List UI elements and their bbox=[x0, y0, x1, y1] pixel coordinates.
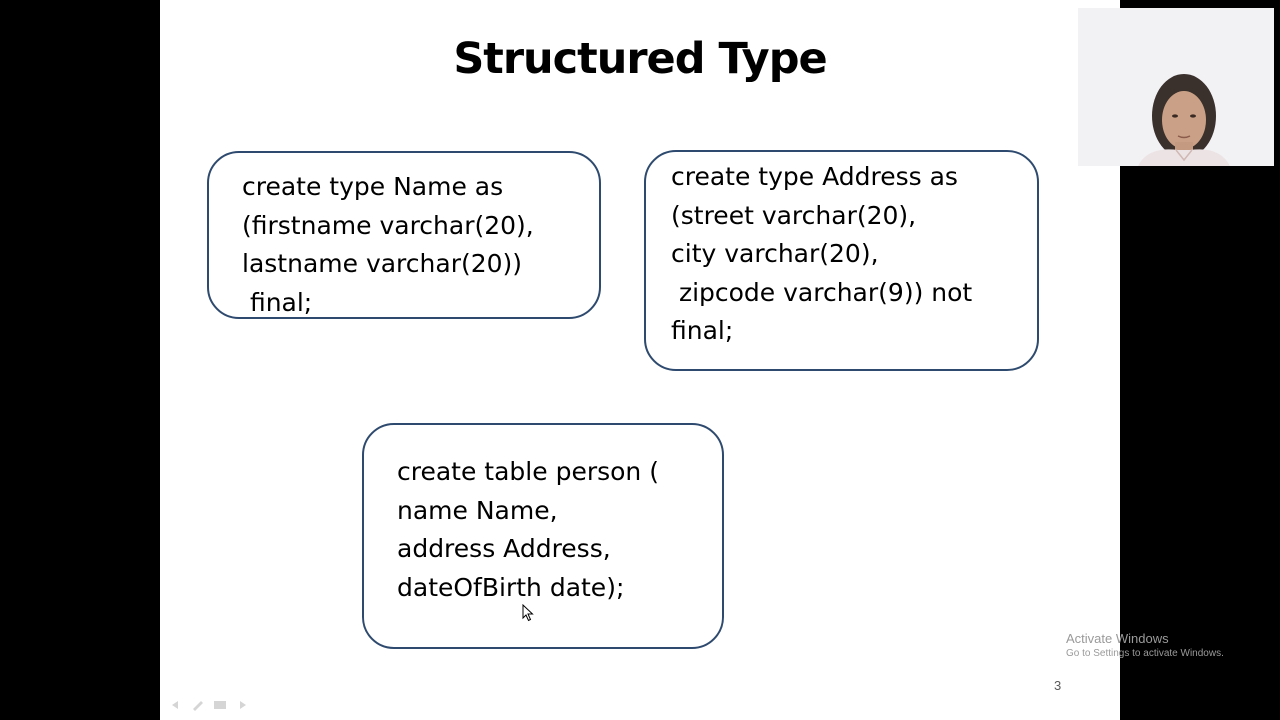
name-type-box: create type Name as (firstname varchar(2… bbox=[207, 151, 601, 319]
slide-title: Structured Type bbox=[453, 34, 827, 84]
address-type-box: create type Address as (street varchar(2… bbox=[644, 150, 1039, 371]
slides-grid-icon[interactable] bbox=[212, 699, 228, 711]
slide-page-number: 3 bbox=[1054, 678, 1062, 693]
activate-windows-subtitle: Go to Settings to activate Windows. bbox=[1066, 648, 1224, 659]
activate-windows-watermark: Activate Windows Go to Settings to activ… bbox=[1066, 631, 1224, 661]
next-arrow-icon[interactable] bbox=[234, 699, 250, 711]
presenter-webcam bbox=[1078, 8, 1274, 166]
person-table-code: create table person ( name Name, address… bbox=[397, 457, 659, 602]
presentation-slide: Structured Type create type Name as (fir… bbox=[160, 0, 1120, 720]
previous-arrow-icon[interactable] bbox=[168, 699, 184, 711]
address-type-code: create type Address as (street varchar(2… bbox=[671, 162, 973, 345]
slideshow-controls bbox=[168, 699, 250, 711]
activate-windows-title: Activate Windows bbox=[1066, 631, 1169, 646]
presenter-video-icon bbox=[1078, 8, 1274, 166]
person-table-box: create table person ( name Name, address… bbox=[362, 423, 724, 649]
pen-icon[interactable] bbox=[190, 699, 206, 711]
mouse-pointer-icon bbox=[522, 604, 534, 622]
name-type-code: create type Name as (firstname varchar(2… bbox=[242, 172, 534, 317]
